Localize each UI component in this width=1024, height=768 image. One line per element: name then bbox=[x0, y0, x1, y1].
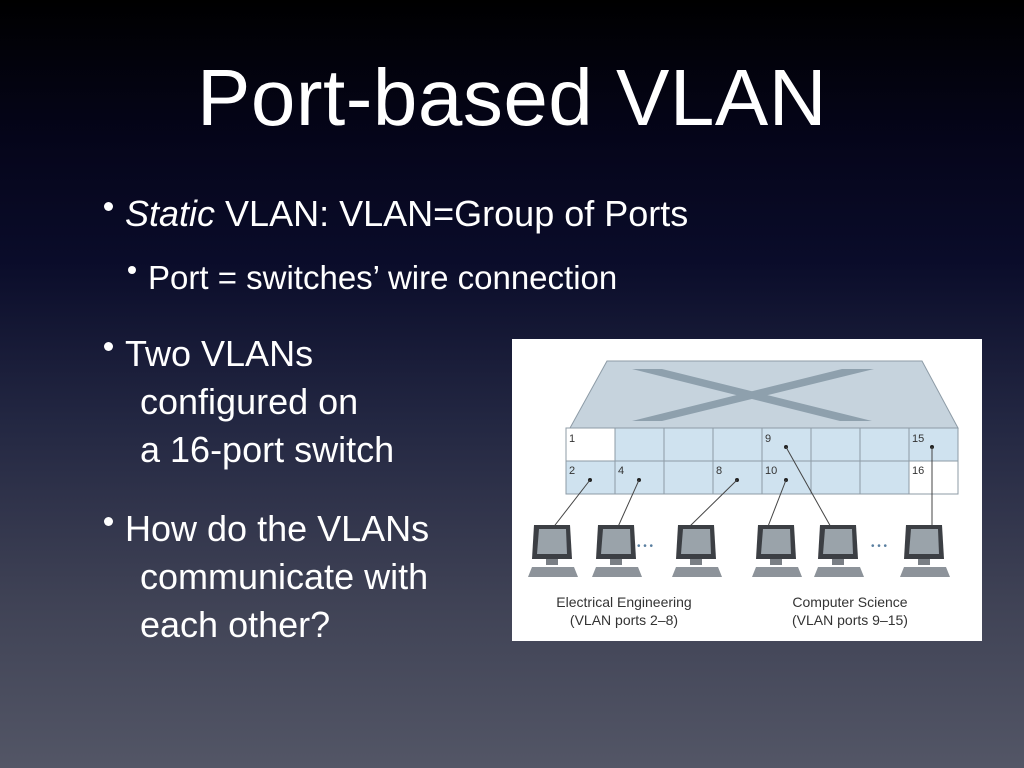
bullet-communicate: How do the VLANs communicate with each o… bbox=[104, 505, 429, 649]
bullet-dot bbox=[104, 516, 113, 526]
port-16-cell bbox=[908, 460, 959, 495]
port-label-8: 8 bbox=[716, 465, 722, 477]
bullet-dot bbox=[104, 201, 113, 211]
communicate-line-1: How do the VLANs bbox=[104, 505, 429, 553]
port-1-cell bbox=[565, 427, 616, 462]
bullet-port-definition: Port = switches’ wire connection bbox=[128, 254, 617, 302]
group-ee-name: Electrical Engineering bbox=[556, 594, 691, 610]
communicate-line-1-text: How do the VLANs bbox=[125, 508, 430, 549]
communicate-line-3: each other? bbox=[140, 604, 331, 645]
slide-title: Port-based VLAN bbox=[196, 53, 828, 142]
computer-icon bbox=[900, 525, 950, 577]
port-definition-text: Port = switches’ wire connection bbox=[148, 259, 618, 296]
two-vlans-line-3: a 16-port switch bbox=[140, 429, 395, 470]
two-vlans-line-2: configured on bbox=[140, 381, 359, 422]
bullet-two-vlans: Two VLANs configured on a 16-port switch bbox=[104, 330, 394, 474]
port-label-10: 10 bbox=[765, 465, 777, 477]
communicate-line-2: communicate with bbox=[140, 556, 429, 597]
bullet-dot bbox=[128, 266, 136, 275]
bullet-dot bbox=[104, 341, 113, 351]
two-vlans-line-1: Two VLANs bbox=[104, 330, 394, 378]
bullet-static-vlan: Static VLAN: VLAN=Group of Ports bbox=[104, 190, 688, 238]
computer-icon bbox=[528, 525, 578, 577]
port-label-16: 16 bbox=[912, 465, 924, 477]
computer-icon bbox=[592, 525, 642, 577]
port-label-15: 15 bbox=[912, 433, 924, 445]
vlan-switch-diagram: 1 9 15 2 4 8 10 16 bbox=[512, 339, 982, 641]
static-word: Static bbox=[125, 193, 216, 234]
computer-icon bbox=[814, 525, 864, 577]
port-label-2: 2 bbox=[569, 465, 575, 477]
computer-icon bbox=[752, 525, 802, 577]
port-label-9: 9 bbox=[765, 433, 771, 445]
group-cs-ports: (VLAN ports 9–15) bbox=[792, 612, 908, 628]
static-vlan-text: VLAN: VLAN=Group of Ports bbox=[215, 193, 689, 234]
port-label-1: 1 bbox=[569, 433, 575, 445]
ellipsis-left: • • • bbox=[637, 541, 654, 552]
switch-x-mark bbox=[632, 369, 874, 421]
computer-icon bbox=[672, 525, 722, 577]
group-cs-name: Computer Science bbox=[792, 594, 907, 610]
computer-icons bbox=[528, 525, 950, 577]
port-label-4: 4 bbox=[618, 465, 624, 477]
group-ee-ports: (VLAN ports 2–8) bbox=[570, 612, 678, 628]
two-vlans-line-1-text: Two VLANs bbox=[125, 333, 314, 374]
ellipsis-right: • • • bbox=[871, 541, 888, 552]
cables bbox=[551, 446, 933, 530]
